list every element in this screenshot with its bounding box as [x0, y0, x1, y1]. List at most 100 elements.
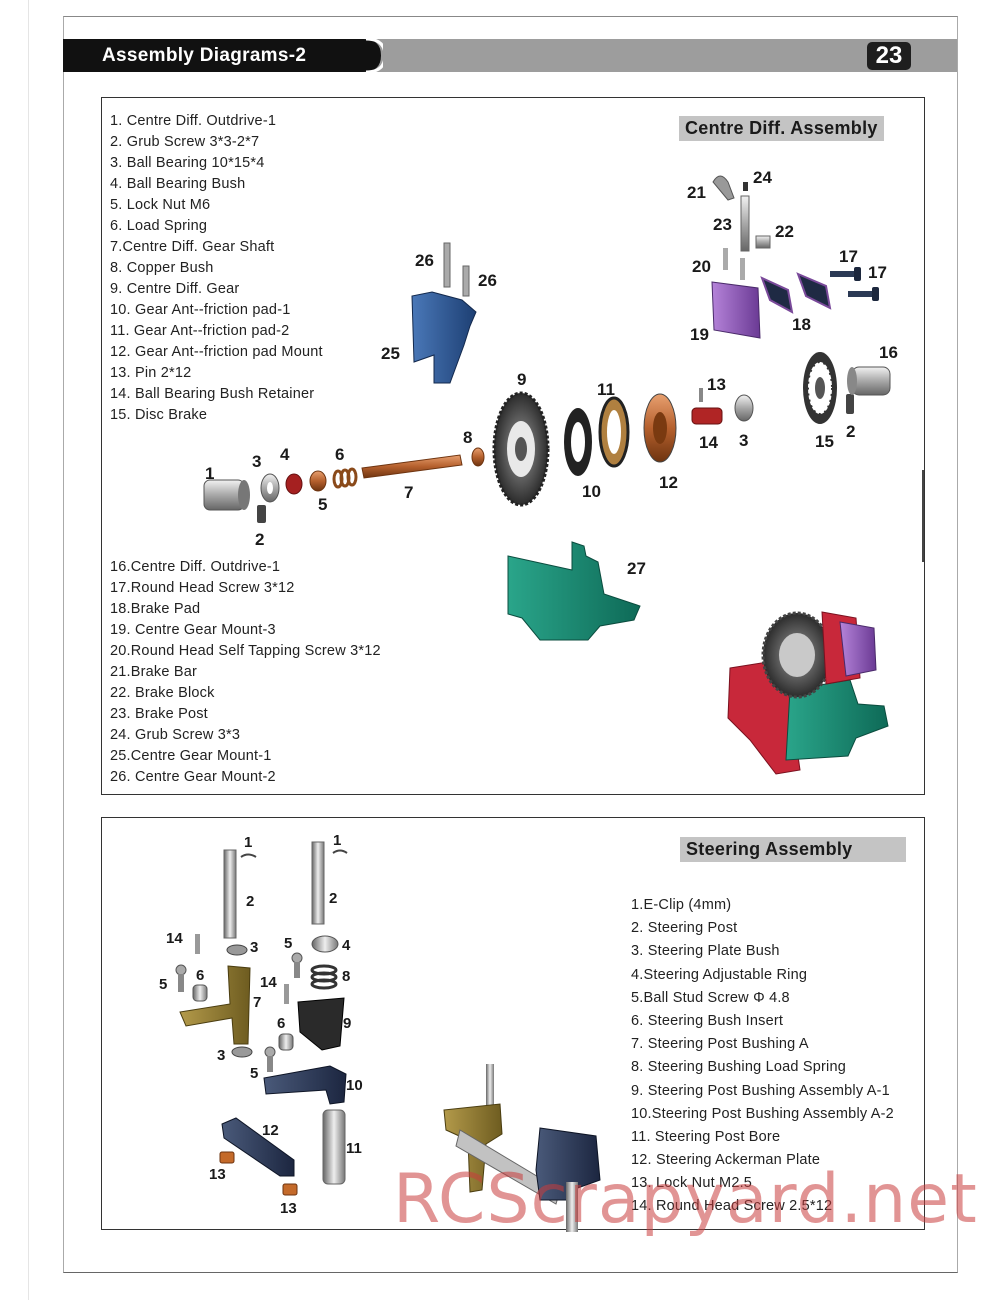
callout-label: 13 — [280, 1200, 297, 1217]
list-item: 2. Steering Post — [631, 920, 738, 937]
brake-pad-part — [760, 276, 794, 314]
callout-label: 2 — [246, 893, 254, 910]
list-item: 5. Lock Nut M6 — [110, 197, 211, 213]
list-item: 11. Gear Ant--friction pad-2 — [110, 323, 290, 339]
callout-label: 16 — [879, 343, 898, 362]
disc-brake-part — [803, 352, 837, 424]
watermark: RCScrapyard.net — [393, 1160, 978, 1239]
list-item: 15. Disc Brake — [110, 407, 208, 423]
callout-label: 25 — [381, 344, 400, 363]
list-item: 7. Steering Post Bushing A — [631, 1036, 809, 1053]
callout-label: 23 — [713, 215, 732, 234]
round-head-screw-part — [830, 267, 861, 281]
list-item: 9. Steering Post Bushing Assembly A-1 — [631, 1082, 890, 1099]
bearing-part — [734, 394, 754, 422]
list-item: 14. Round Head Screw 2.5*12 — [631, 1198, 833, 1215]
callout-label: 1 — [205, 464, 214, 483]
page-edge-line — [28, 0, 29, 1300]
plate-bush-part — [231, 1046, 253, 1058]
callout-label: 2 — [255, 530, 264, 549]
callout-label: 12 — [262, 1122, 279, 1139]
plate-bush-part — [226, 944, 248, 956]
tapping-screw-part — [723, 248, 728, 270]
callout-label: 4 — [280, 445, 290, 464]
round-head-screw-part — [195, 934, 200, 954]
e-clip-part — [332, 849, 348, 854]
callout-label: 6 — [335, 445, 344, 464]
list-item: 12. Steering Ackerman Plate — [631, 1152, 821, 1169]
gear-mount-part — [507, 541, 641, 641]
gear-mount-3-part — [711, 281, 761, 339]
header-bar — [360, 39, 957, 72]
lock-nut-part — [219, 1151, 235, 1164]
steering-callout-labels: 1 1 2 2 14 3 5 4 5 6 14 8 7 9 6 3 5 10 1… — [159, 832, 363, 1217]
callout-label: 6 — [277, 1015, 285, 1032]
callout-labels: 1 2 3 4 5 6 7 8 9 10 11 12 13 14 3 15 2 … — [205, 168, 898, 578]
list-item: 10.Steering Post Bushing Assembly A-2 — [631, 1105, 894, 1122]
list-item: 7.Centre Diff. Gear Shaft — [110, 239, 275, 255]
callout-label: 14 — [699, 433, 718, 452]
callout-label: 1 — [333, 832, 341, 849]
steering-post-part — [223, 849, 237, 939]
list-item: 1. Centre Diff. Outdrive-1 — [110, 113, 277, 129]
outdrive-part — [203, 479, 250, 511]
ball-stud-part — [264, 1046, 276, 1058]
bush-insert-part — [278, 1033, 294, 1051]
brake-post-part — [740, 195, 750, 252]
list-item: 13. Pin 2*12 — [110, 365, 192, 381]
callout-label: 10 — [346, 1077, 363, 1094]
callout-label: 17 — [868, 263, 887, 282]
ackerman-plate-part — [221, 1117, 295, 1177]
callout-label: 13 — [209, 1166, 226, 1183]
callout-label: 13 — [707, 375, 726, 394]
callout-label: 14 — [166, 930, 183, 947]
gear-mount-2-screw-part — [462, 265, 470, 297]
assembled-steering — [443, 1064, 601, 1232]
copper-bush-part — [471, 447, 485, 467]
callout-label: 2 — [329, 890, 337, 907]
list-item: 23. Brake Post — [110, 706, 208, 722]
callout-label: 21 — [687, 183, 706, 202]
post-bushing-a-part — [179, 965, 251, 1045]
lock-nut-part — [309, 470, 327, 492]
list-item: 13. Lock Nut M2.5 — [631, 1175, 753, 1192]
post-bore-part — [322, 1109, 346, 1185]
list-item: 5.Ball Stud Screw Φ 4.8 — [631, 989, 790, 1006]
list-item: 19. Centre Gear Mount-3 — [110, 622, 276, 638]
bush-retainer-part — [691, 407, 723, 425]
list-item: 17.Round Head Screw 3*12 — [110, 580, 295, 596]
pad-hole — [607, 410, 621, 454]
list-item: 24. Grub Screw 3*3 — [110, 727, 241, 743]
list-item: 2. Grub Screw 3*3-2*7 — [110, 134, 260, 150]
gear-mount-1-part — [411, 291, 477, 384]
callout-label: 11 — [597, 380, 615, 399]
header-tab — [63, 39, 383, 72]
gear-mount-2-screw-part — [443, 242, 451, 288]
adjustable-ring-part — [311, 935, 339, 953]
callout-label: 5 — [284, 935, 292, 952]
ball-stud-part — [175, 964, 187, 976]
round-head-screw-part — [284, 984, 289, 1004]
steering-post-part — [311, 841, 325, 925]
e-clip-part — [240, 853, 257, 858]
callout-label: 4 — [342, 937, 351, 954]
bushing-assembly-a2-part — [263, 1065, 347, 1105]
gear-shaft-part — [361, 454, 463, 479]
outdrive-part — [847, 366, 891, 396]
bush-insert-part — [192, 984, 208, 1002]
callout-label: 20 — [692, 257, 711, 276]
brake-bar-part — [712, 175, 735, 201]
list-item: 3. Ball Bearing 10*15*4 — [110, 155, 265, 171]
callout-label: 18 — [792, 315, 811, 334]
callout-label: 26 — [415, 251, 434, 270]
grub-screw-part — [743, 182, 748, 191]
bearing-hole — [267, 482, 273, 494]
list-item: 9. Centre Diff. Gear — [110, 281, 240, 297]
centre-diff-parts-list-a: 1. Centre Diff. Outdrive-1 2. Grub Screw… — [110, 111, 323, 426]
spring-part — [332, 467, 358, 489]
bush-part — [285, 473, 303, 495]
callout-label: 8 — [463, 428, 472, 447]
callout-label: 14 — [260, 974, 277, 991]
assembled-centre-diff — [727, 611, 889, 775]
